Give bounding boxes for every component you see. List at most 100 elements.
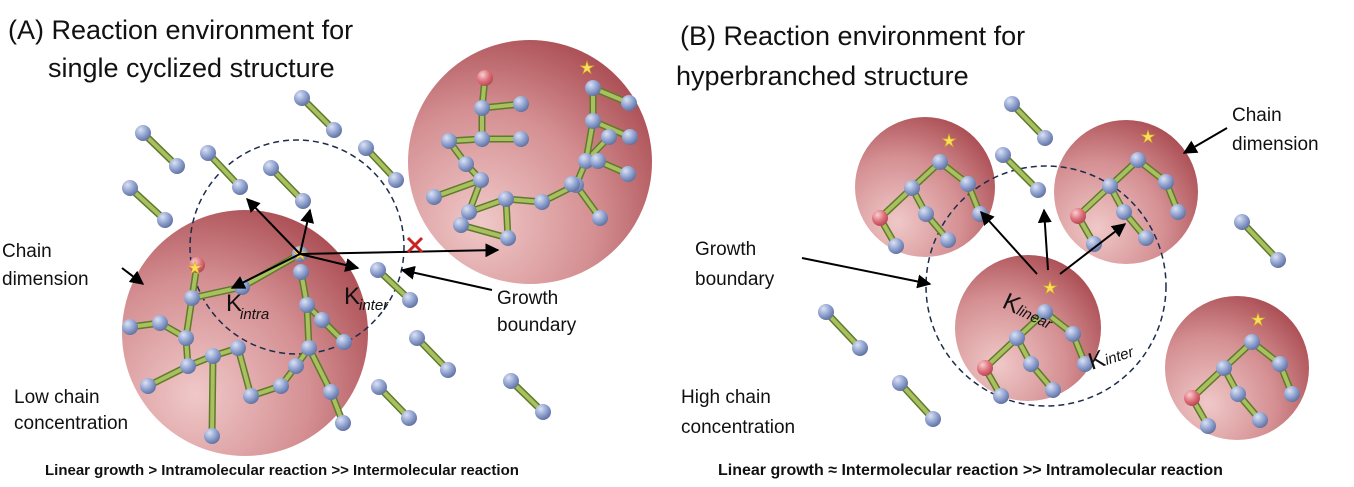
bead (122, 319, 138, 335)
bead (474, 131, 490, 147)
bead (960, 176, 976, 192)
arrow (1037, 208, 1052, 271)
bead (498, 191, 514, 207)
end-bead-red (477, 70, 493, 86)
bead (1234, 214, 1250, 230)
bead (453, 217, 469, 233)
bead (200, 145, 216, 161)
bead (295, 193, 311, 209)
arrow (980, 210, 1038, 275)
bead (336, 334, 352, 350)
bead (621, 95, 637, 111)
bead (592, 210, 608, 226)
bead (1270, 252, 1286, 268)
active-site-star (1250, 311, 1266, 327)
bead (1004, 96, 1020, 112)
bead (1200, 418, 1216, 434)
end-bead-red (977, 360, 993, 376)
arrow (299, 253, 360, 272)
bead (122, 180, 138, 196)
bead (818, 304, 834, 320)
bead (401, 410, 417, 426)
bead (513, 131, 529, 147)
panel-a-low-concentration-line2: concentration (14, 413, 129, 434)
bond (1240, 220, 1280, 262)
bead (578, 153, 594, 169)
bead (925, 411, 941, 427)
bead (152, 315, 168, 331)
arrow (230, 253, 301, 289)
panel-a-chain-dimension-line1: Chain (2, 241, 52, 262)
bead (513, 96, 529, 112)
panel-b-high-concentration-line1: High chain (681, 387, 771, 408)
bead (243, 388, 259, 404)
bead (232, 179, 248, 195)
panel-b-title-line1: (B) Reaction environment for (680, 21, 1026, 51)
panel-b-caption: Linear growth ≈ Intermolecular reaction … (718, 462, 1223, 479)
bead (1216, 360, 1232, 376)
arrow (1059, 223, 1127, 275)
growth-boundary-circle (189, 139, 405, 355)
arrow (400, 265, 493, 291)
active-site-star (941, 132, 957, 148)
bead (534, 194, 550, 210)
k-inter-a-symbol: K (344, 283, 361, 310)
bead (370, 262, 386, 278)
bead (178, 330, 194, 346)
chain-sphere (855, 117, 995, 257)
panel-b-chain-dimension-line2: dimension (1232, 134, 1319, 155)
bead (932, 154, 948, 170)
bead (1170, 204, 1186, 220)
panel-a-title-line1: (A) Reaction environment for (8, 15, 354, 45)
panel-a-title-line2: single cyclized structure (48, 53, 335, 83)
chain-sphere (1165, 296, 1309, 440)
bead (622, 129, 638, 145)
monomer-beads (122, 70, 1300, 444)
arrows (121, 127, 1228, 291)
bead (590, 153, 606, 169)
bead (1158, 174, 1174, 190)
panel-b-chain-dimension-line1: Chain (1232, 105, 1282, 126)
bond (307, 346, 333, 394)
bead (474, 100, 490, 116)
bead (1077, 356, 1093, 372)
panel-a-growth-boundary-line1: Growth (497, 288, 559, 309)
bead (1009, 330, 1025, 346)
bead (441, 133, 457, 149)
bead (1284, 386, 1300, 402)
bead (180, 358, 196, 374)
arrow (299, 243, 500, 258)
panel-b-growth-boundary-line2: boundary (695, 269, 775, 290)
bead (326, 122, 342, 138)
bead (440, 362, 456, 378)
bead (409, 330, 425, 346)
arrow (801, 257, 932, 289)
end-bead-red (872, 210, 888, 226)
bead (1230, 386, 1246, 402)
bead (1045, 382, 1061, 398)
bead (1138, 230, 1154, 246)
bond (236, 346, 253, 398)
bead (1252, 412, 1268, 428)
blocked-reaction-x (406, 236, 424, 254)
bead (402, 292, 418, 308)
bead (904, 180, 920, 196)
panel-a-caption: Linear growth > Intramolecular reaction … (45, 462, 519, 479)
bead (500, 230, 516, 246)
chain-sphere (1054, 120, 1198, 264)
bead (995, 147, 1011, 163)
bead (301, 340, 317, 356)
bead (458, 156, 474, 172)
bead (1086, 236, 1102, 252)
bead (323, 384, 339, 400)
bead (135, 125, 151, 141)
bead (388, 172, 404, 188)
bead (371, 379, 387, 395)
bead (535, 404, 551, 420)
bead (157, 212, 173, 228)
panel-a-chain-dimension-line2: dimension (2, 269, 89, 290)
bead (972, 206, 988, 222)
bead (1272, 356, 1288, 372)
bead (564, 176, 580, 192)
end-bead-red (1184, 390, 1200, 406)
